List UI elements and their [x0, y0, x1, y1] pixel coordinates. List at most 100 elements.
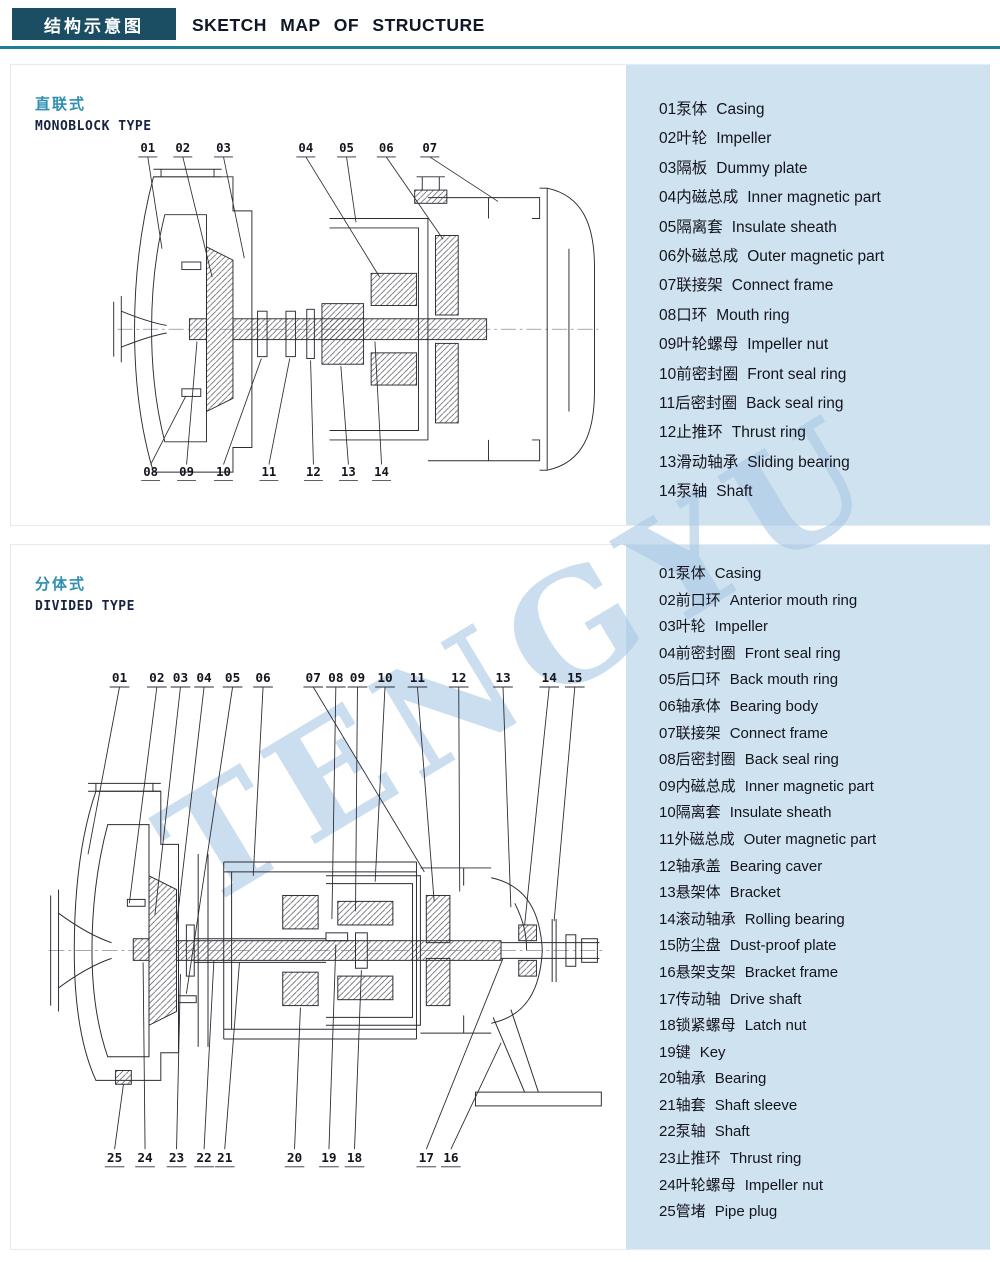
part-number-and-name-zh: 06轴承体: [659, 697, 721, 715]
header-rule: [0, 46, 1000, 49]
divided-callouts: 01 02 03 04 05 06 07 08 09 10 11 12 13 1…: [107, 671, 583, 1166]
part-row: 01泵体 Casing: [659, 561, 984, 588]
part-number-and-name-zh: 12止推环: [659, 424, 723, 442]
part-row: 11外磁总成 Outer magnetic part: [659, 827, 984, 854]
part-number-and-name-zh: 19键: [659, 1043, 691, 1061]
part-number-and-name-zh: 15防尘盘: [659, 937, 721, 955]
part-name-en: Sliding bearing: [747, 453, 850, 471]
callout-08: 08: [328, 671, 343, 686]
page-title-zh-box: 结构示意图: [12, 8, 176, 40]
isolation-sheath: [326, 875, 421, 1026]
part-name-en: Back seal ring: [744, 751, 839, 769]
part-name-en: Bearing: [714, 1070, 767, 1088]
part-row: 25管堵 Pipe plug: [659, 1199, 984, 1226]
callout-08: 08: [143, 465, 158, 479]
part-name-en: Insulate sheath: [729, 804, 832, 822]
part-name-en: Pipe plug: [714, 1203, 778, 1221]
callout-11: 11: [410, 671, 426, 686]
motor-bracket: [539, 187, 595, 471]
part-number-and-name-zh: 20轴承: [659, 1070, 706, 1088]
part-name-en: Drive shaft: [729, 990, 802, 1008]
part-number-and-name-zh: 02叶轮: [659, 130, 708, 148]
part-name-en: Impeller: [716, 130, 772, 148]
part-number-and-name-zh: 04内磁总成: [659, 189, 739, 207]
part-number-and-name-zh: 01泵体: [659, 101, 708, 118]
leader-lines: [138, 156, 499, 482]
part-number-and-name-zh: 03隔板: [659, 159, 708, 177]
callout-09: 09: [179, 465, 194, 479]
rolling-bearings: [518, 924, 537, 977]
part-number-and-name-zh: 06外磁总成: [659, 248, 739, 266]
part-number-and-name-zh: 13悬架体: [659, 884, 721, 902]
part-number-and-name-zh: 08后密封圈: [659, 751, 736, 769]
callout-07: 07: [422, 141, 437, 155]
callout-18: 18: [347, 1151, 362, 1166]
monoblock-label-en: MONOBLOCK TYPE: [35, 119, 152, 134]
part-name-en: Casing: [716, 101, 765, 118]
part-number-and-name-zh: 12轴承盖: [659, 857, 721, 875]
part-number-and-name-zh: 14泵轴: [659, 483, 708, 501]
part-name-en: Back seal ring: [746, 395, 844, 413]
callout-03: 03: [216, 141, 231, 155]
callout-06: 06: [255, 671, 270, 686]
divided-type-label: 分体式 DIVIDED TYPE: [35, 573, 135, 614]
callout-05: 05: [339, 141, 354, 155]
divided-parts-list: 01泵体 Casing 02前口环 Anterior mouth ring 03…: [659, 545, 984, 1226]
part-name-en: Impeller nut: [747, 336, 829, 354]
part-name-en: Inner magnetic part: [747, 189, 881, 207]
part-row: 02叶轮 Impeller: [659, 124, 984, 153]
part-name-en: Front seal ring: [744, 644, 841, 662]
panel-monoblock: 直联式 MONOBLOCK TYPE: [10, 64, 990, 526]
part-row: 10隔离套 Insulate sheath: [659, 800, 984, 827]
callout-02: 02: [175, 141, 190, 155]
part-name-en: Thrust ring: [731, 424, 806, 442]
impeller-nut: [132, 938, 150, 961]
shaft-sleeve: [194, 938, 326, 963]
part-name-en: Shaft: [716, 483, 753, 501]
part-number-and-name-zh: 01泵体: [659, 565, 706, 582]
part-row: 12轴承盖 Bearing caver: [659, 854, 984, 881]
part-row: 24叶轮螺母 Impeller nut: [659, 1173, 984, 1200]
latch-nut: [355, 932, 368, 969]
divided-label-en: DIVIDED TYPE: [35, 599, 135, 614]
part-name-en: Impeller nut: [744, 1176, 824, 1194]
part-number-and-name-zh: 21轴套: [659, 1096, 706, 1114]
part-number-and-name-zh: 05后口环: [659, 671, 721, 689]
part-name-en: Outer magnetic part: [743, 830, 877, 848]
part-name-en: Shaft sleeve: [714, 1096, 798, 1114]
part-row: 20轴承 Bearing: [659, 1066, 984, 1093]
callout-01: 01: [140, 141, 155, 155]
bolt-detail: [414, 176, 448, 204]
part-name-en: Shaft: [714, 1123, 750, 1141]
part-number-and-name-zh: 23止推环: [659, 1150, 721, 1168]
part-row: 15防尘盘 Dust-proof plate: [659, 933, 984, 960]
leader-lines: [87, 686, 585, 1168]
callout-06: 06: [379, 141, 394, 155]
part-row: 14泵轴 Shaft: [659, 477, 984, 506]
suction-inlet: [50, 889, 112, 1012]
callout-15: 15: [567, 671, 582, 686]
callout-13: 13: [341, 465, 356, 479]
bracket-frame-foot: [474, 1009, 602, 1107]
callout-17: 17: [419, 1151, 434, 1166]
connect-frame: [420, 867, 492, 1034]
inner-magnet: [337, 900, 394, 1001]
isolation-sheath: [329, 217, 429, 441]
part-name-en: Front seal ring: [747, 365, 847, 383]
bearing-body: [223, 861, 417, 1040]
monoblock-parts-list-background: [626, 65, 990, 525]
part-name-en: Inner magnetic part: [744, 777, 874, 795]
casing: [134, 176, 253, 473]
seal-rings: [257, 310, 296, 358]
part-row: 08口环 Mouth ring: [659, 301, 984, 330]
pump-shaft: [176, 940, 502, 961]
part-row: 06轴承体 Bearing body: [659, 694, 984, 721]
monoblock-label-zh: 直联式: [35, 96, 87, 113]
part-row: 03叶轮 Impeller: [659, 614, 984, 641]
part-number-and-name-zh: 07联接架: [659, 277, 723, 295]
part-name-en: Thrust ring: [729, 1150, 802, 1168]
part-number-and-name-zh: 09叶轮螺母: [659, 336, 739, 354]
callout-10: 10: [377, 671, 392, 686]
part-row: 02前口环 Anterior mouth ring: [659, 588, 984, 615]
